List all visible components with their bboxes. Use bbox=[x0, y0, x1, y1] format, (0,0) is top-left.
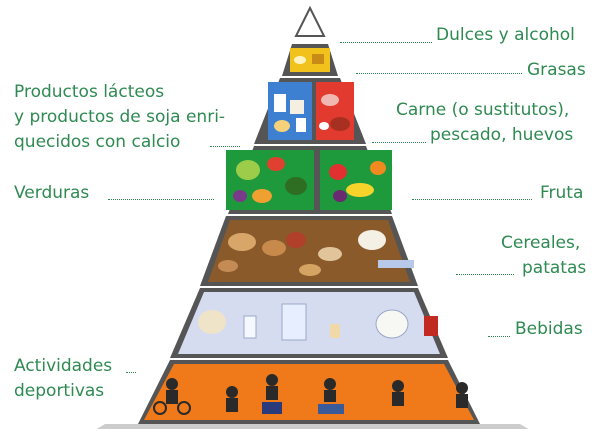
label-sweets: Dulces y alcohol bbox=[436, 25, 575, 45]
label-sports-line1: Actividades bbox=[14, 356, 113, 376]
leader-meat bbox=[372, 142, 426, 143]
label-fats: Grasas bbox=[527, 60, 586, 80]
label-meat-line1: Carne (o sustitutos), bbox=[396, 100, 570, 120]
leader-fats bbox=[356, 73, 522, 74]
leader-vegetables bbox=[108, 199, 214, 200]
athlete-figures bbox=[153, 374, 468, 415]
tier-sports bbox=[144, 364, 474, 420]
label-dairy-line3: quecidos con calcio bbox=[14, 132, 181, 152]
label-drinks: Bebidas bbox=[515, 319, 583, 339]
leader-dairy bbox=[210, 146, 240, 147]
tier-fruit bbox=[320, 150, 392, 210]
tier-meat bbox=[316, 82, 354, 140]
label-dairy-line1: Productos lácteos bbox=[14, 82, 165, 102]
label-cereals-line1: Cereales, bbox=[501, 233, 581, 253]
label-meat-line2: pescado, huevos bbox=[430, 125, 574, 145]
leader-cereals bbox=[456, 274, 514, 275]
leader-drinks bbox=[488, 336, 510, 337]
leader-sports bbox=[126, 372, 136, 373]
tier-sweets bbox=[294, 5, 326, 37]
label-dairy-line2: y productos de soja enri- bbox=[14, 107, 226, 127]
label-cereals-line2: patatas bbox=[522, 258, 587, 278]
label-sports-line2: deportivas bbox=[14, 381, 105, 401]
leader-fruit bbox=[412, 199, 532, 200]
label-vegetables: Verduras bbox=[14, 183, 90, 203]
leader-sweets bbox=[340, 42, 432, 43]
label-fruit: Fruta bbox=[540, 183, 584, 203]
